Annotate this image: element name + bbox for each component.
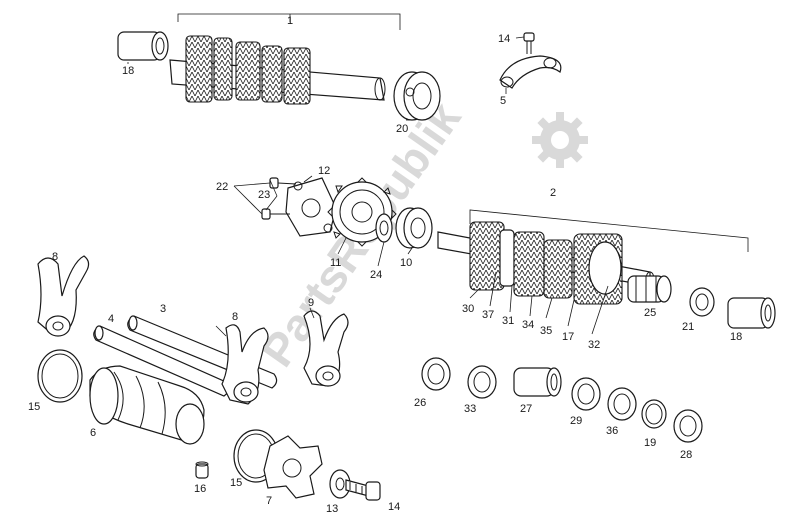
callout-17: 17 — [562, 331, 574, 343]
callout-16: 16 — [194, 483, 206, 495]
callout-18-right: 18 — [730, 331, 742, 343]
callout-3: 3 — [160, 303, 166, 315]
washer-36 — [607, 387, 637, 421]
callout-5: 5 — [500, 95, 506, 107]
needle-bearing-18-top — [117, 31, 169, 61]
ball-bearing-20 — [393, 71, 441, 121]
washer-28 — [673, 409, 703, 443]
callout-14-bottom: 14 — [388, 501, 400, 513]
shift-fork-9 — [303, 310, 349, 387]
callout-34: 34 — [522, 319, 534, 331]
callout-15-left: 15 — [28, 401, 40, 413]
callout-30: 30 — [462, 303, 474, 315]
leader-lines — [127, 36, 609, 337]
secondary-shaft-assembly-2 — [437, 221, 655, 305]
ball-bearing-10 — [395, 207, 433, 249]
washer-33 — [467, 365, 497, 399]
callout-22: 22 — [216, 181, 228, 193]
callout-26: 26 — [414, 397, 426, 409]
shift-cam-7 — [263, 435, 323, 499]
callout-13: 13 — [326, 503, 338, 515]
bushing-27 — [513, 367, 562, 397]
screw-14-top — [523, 32, 535, 54]
callout-21: 21 — [682, 321, 694, 333]
callout-12: 12 — [318, 165, 330, 177]
callout-33: 33 — [464, 403, 476, 415]
washer-26 — [421, 357, 451, 391]
gear-icon — [532, 112, 588, 168]
callout-9: 9 — [308, 297, 314, 309]
shift-fork-8-middle — [221, 324, 269, 405]
callout-28: 28 — [680, 449, 692, 461]
primary-shaft-assembly-1 — [169, 35, 386, 105]
callout-37: 37 — [482, 309, 494, 321]
callout-11: 11 — [330, 257, 341, 269]
spacer-24 — [375, 213, 393, 243]
callout-2: 2 — [550, 187, 556, 199]
callout-1: 1 — [287, 15, 293, 27]
callouts: 1 18 20 14 5 12 22 23 2 11 24 10 8 3 4 8… — [28, 15, 742, 515]
screw-23-lower — [261, 208, 290, 220]
callout-6: 6 — [90, 427, 96, 439]
bracket-part-1 — [177, 13, 401, 30]
needle-bearing-25 — [627, 275, 672, 303]
callout-35: 35 — [540, 325, 552, 337]
callout-32: 32 — [588, 339, 600, 351]
callout-7: 7 — [266, 495, 272, 507]
callout-27: 27 — [520, 403, 532, 415]
callout-10: 10 — [400, 257, 412, 269]
circlip-19 — [641, 399, 667, 429]
washer-29 — [571, 377, 601, 411]
callout-20: 20 — [396, 123, 408, 135]
o-ring-15-left — [37, 349, 83, 403]
callout-36: 36 — [606, 425, 618, 437]
sprocket-plate-12 — [285, 177, 337, 237]
callout-19: 19 — [644, 437, 656, 449]
callout-8-left: 8 — [52, 251, 58, 263]
callout-29: 29 — [570, 415, 582, 427]
washer-21 — [689, 287, 715, 317]
callout-23: 23 — [258, 189, 270, 201]
retaining-plate-5 — [499, 55, 562, 89]
shift-drum-6 — [89, 365, 205, 445]
shift-fork-8-left — [37, 255, 90, 337]
gear-cluster — [185, 35, 311, 105]
callout-24: 24 — [370, 269, 382, 281]
callout-18-top: 18 — [122, 65, 134, 77]
callout-14-top: 14 — [498, 33, 510, 45]
needle-bearing-18-right — [727, 297, 776, 329]
callout-8-middle: 8 — [232, 311, 238, 323]
pin-16 — [195, 461, 209, 479]
callout-4: 4 — [108, 313, 114, 325]
callout-15-bottom: 15 — [230, 477, 242, 489]
callout-31: 31 — [502, 315, 514, 327]
bolt-14-bottom — [345, 479, 381, 501]
bracket-part-2 — [469, 209, 749, 252]
callout-25: 25 — [644, 307, 656, 319]
